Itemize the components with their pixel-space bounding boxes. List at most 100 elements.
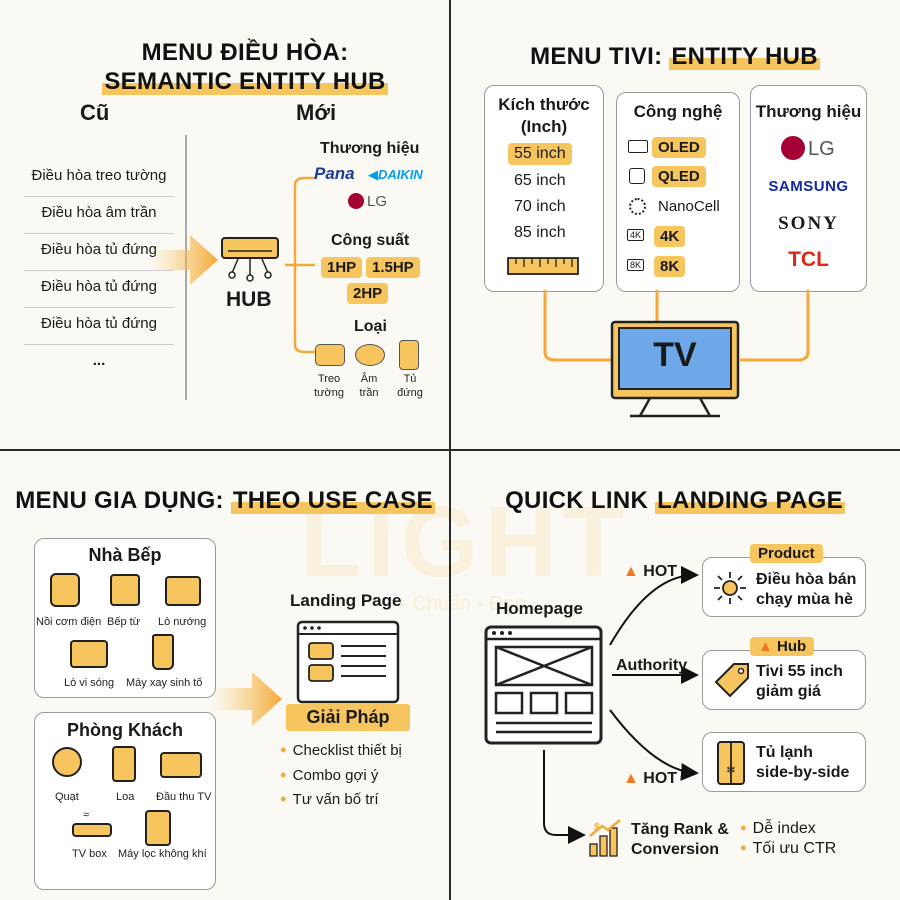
kitchen-item: Máy xay sinh tố [126,677,203,689]
size-option-70[interactable]: 70 inch [514,198,566,215]
old-menu-item: Điều hòa treo tường [24,160,174,197]
4k-icon: 4K [627,229,645,241]
tv-title-highlight: ENTITY HUB [669,43,820,70]
old-menu-item: ... [92,352,106,369]
result-bullet: Dễ index [740,820,816,838]
tv-brand-lg[interactable]: LG [781,136,835,161]
tv-box-icon [72,823,112,837]
power-option-1hp[interactable]: 1HP [321,257,363,278]
price-tag-icon [714,663,749,698]
appliance-menu-quadrant: MENU GIA DỤNG: THEO USE CASE Nhà Bếp Nồi… [0,450,450,900]
lg-logo-text: LG [367,193,388,210]
old-menu-item: Điều hòa âm trần [24,197,174,234]
solution-banner: Giải Pháp [286,704,410,731]
kitchen-card [34,538,216,698]
appliance-menu-title: MENU GIA DỤNG: THEO USE CASE [0,487,450,515]
tech-4k[interactable]: 4K [654,226,686,247]
daikin-logo-text: DAIKIN [378,167,423,182]
ac-title-line1: MENU ĐIỀU HÒA: [141,39,349,66]
authority-label: Authority [616,657,688,674]
tv-brand-tcl[interactable]: TCL [788,248,829,271]
size-heading-line2: (Inch) [520,117,568,136]
tech-oled[interactable]: OLED [652,137,706,158]
size-option-85[interactable]: 85 inch [514,224,566,241]
microwave-icon [70,640,108,668]
tv-brand-samsung[interactable]: SAMSUNG [768,178,849,195]
lg-logo-icon [781,136,805,160]
product-card-line1: Điều hòa bán [756,571,857,588]
oled-icon [628,140,648,153]
appliance-title-highlight: THEO USE CASE [230,487,435,514]
size-heading: Kích thước (Inch) [484,94,604,138]
old-menu-item: Điều hòa tủ đứng [24,308,174,345]
tv-brand-heading: Thương hiệu [755,102,862,121]
arrow-right-icon [212,672,282,726]
svg-text:$: $ [594,822,600,833]
horizontal-divider [0,449,900,451]
product-card-line2: chạy mùa hè [756,591,853,608]
old-menu-item: Điều hòa tủ đứng [24,234,174,271]
tv-brand-lg-text: LG [808,138,835,160]
kitchen-item: Lò nướng [158,616,207,628]
ceiling-cassette-icon [355,344,385,366]
tech-nanocell[interactable]: NanoCell [658,198,720,215]
kitchen-item: Nồi cơm điện [36,616,102,628]
benefit-item: Combo gợi ý [280,767,379,784]
fan-icon [52,747,82,777]
fire-icon: ▲ [623,563,639,580]
product-tag: Product [750,544,823,563]
quick-link-arrows [543,566,699,844]
old-menu-item: Điều hòa tủ đứng [24,271,174,308]
benefit-item: Tư vấn bố trí [280,791,379,808]
fridge-card-line1: Tủ lạnh [756,744,813,761]
living-item: TV box [72,848,107,860]
size-option-55[interactable]: 55 inch [508,143,572,165]
landing-page-icon [296,620,400,704]
tech-qled[interactable]: QLED [652,166,706,187]
power-option-2hp[interactable]: 2HP [347,283,389,304]
arrow-right-icon [150,235,218,285]
tech-8k[interactable]: 8K [654,256,686,277]
hub-card-line1: Tivi 55 inch [756,663,843,680]
landing-page-heading: Landing Page [290,591,402,610]
ac-title-line2: SEMANTIC ENTITY HUB [102,68,388,95]
speaker-icon [112,746,136,782]
product-card-text: Điều hòa bán chạy mùa hè [756,570,856,610]
pana-logo: Pana [314,164,355,183]
fridge-card-line2: side-by-side [756,764,850,781]
sun-icon [714,572,746,604]
type-ceiling-line2: trần [359,387,379,399]
hot-badge-text: HOT [643,770,678,787]
type-wall-line2: tường [314,387,344,399]
hub-card-text: Tivi 55 inch giảm giá [756,662,843,702]
living-item: Loa [116,791,135,803]
size-heading-line1: Kích thước [498,95,590,114]
floor-standing-icon [399,340,419,370]
size-option-65[interactable]: 65 inch [514,172,566,189]
hub-label: HUB [226,288,272,311]
nanocell-icon [629,198,646,215]
old-label: Cũ [80,100,110,125]
tech-heading: Công nghệ [633,102,723,121]
living-room-card [34,712,216,890]
lg-logo-icon [348,193,364,209]
growth-chart-icon: $ [589,819,621,857]
hub-card-line2: giảm giá [756,683,821,700]
ac-menu-title: MENU ĐIỀU HÒA: SEMANTIC ENTITY HUB [0,38,450,96]
power-option-1-5hp[interactable]: 1.5HP [366,257,420,278]
living-item: Đầu thu TV [156,791,212,803]
ac-menu-quadrant: MENU ĐIỀU HÒA: SEMANTIC ENTITY HUB Cũ Mớ… [0,0,450,450]
induction-cooker-icon [110,574,140,606]
tv-brand-sony[interactable]: SONY [778,213,839,234]
air-purifier-icon [145,810,171,846]
homepage-wireframe-icon[interactable] [484,625,604,747]
result-text: Tăng Rank &Conversion [631,820,729,860]
hot-badge: ▲ HOT [623,563,677,581]
result-line1: Tăng Rank & [631,821,729,838]
wall-mounted-icon [315,344,345,366]
kitchen-item: Bếp từ [107,616,141,628]
kitchen-heading: Nhà Bếp [88,545,162,565]
hub-tag: ▲ Hub [750,637,815,656]
